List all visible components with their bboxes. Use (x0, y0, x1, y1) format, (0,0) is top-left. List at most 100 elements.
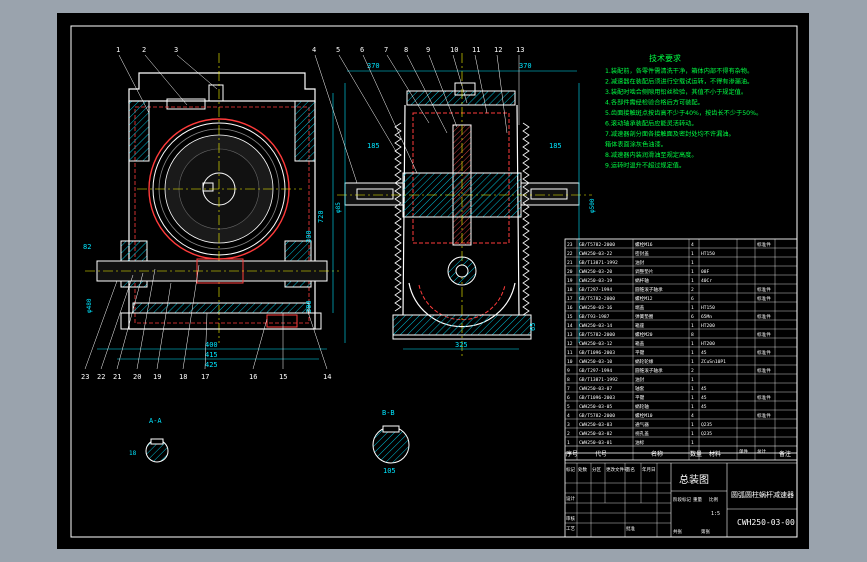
bom-cell: 45 (701, 350, 707, 356)
balloon-bottom-18: 18 (179, 373, 187, 381)
bom-cell: 标准件 (757, 241, 771, 248)
dim-10: 65 (529, 323, 537, 331)
bom-cell: 1 (691, 251, 694, 257)
notes-title: 技术要求 (649, 53, 681, 63)
balloon-top-2: 2 (142, 46, 146, 54)
title-block-label: 批准 (626, 525, 635, 532)
bom-cell: 6 (567, 395, 570, 401)
bom-header-cell: 单件 (739, 448, 748, 455)
bom-cell: 视孔盖 (635, 430, 649, 437)
bom-cell: 6 (691, 314, 694, 320)
dim-9: 325 (455, 341, 468, 349)
dim-11: 400 (205, 341, 218, 349)
bom-cell: 蜗轮轮缘 (635, 358, 654, 365)
scale-value: 1:5 (711, 511, 720, 517)
bom-cell: Q235 (701, 422, 712, 428)
bom-cell: 4 (691, 413, 694, 419)
dimensions (97, 70, 580, 360)
bom-cell: 45 (701, 404, 707, 410)
section-b-label: B-B (382, 409, 395, 417)
dim-5: 720 (317, 210, 325, 223)
note-line: 3.装配时啮合侧隙用铅丝检验，其值不小于规定值。 (605, 88, 747, 96)
title-block-label: 审核 (566, 515, 575, 522)
section-a-label: A-A (149, 417, 162, 425)
bom-cell: GB/T1096-2003 (579, 395, 615, 401)
bom-cell: GB/T297-1994 (579, 287, 612, 293)
bom-cell: CWH250-03-14 (579, 323, 612, 329)
title-block-label: 阶段标记 (673, 496, 691, 503)
title-block-label: 年月日 (642, 466, 656, 473)
dim-8: 82 (83, 243, 91, 251)
bom-cell: 标准件 (757, 367, 771, 374)
bom-cell: 20 (567, 269, 573, 275)
technical-notes: 技术要求 1.装配前，各零件需清洗干净，箱体内部不得有杂物。2.减速器在装配后须… (605, 53, 762, 170)
bom-cell: 圆锥滚子轴承 (635, 367, 663, 374)
bom-cell: 1 (691, 305, 694, 311)
bom-cell: 标准件 (757, 331, 771, 338)
bom-header-cell: 代号 (595, 450, 607, 458)
bom-cell: 45 (701, 395, 707, 401)
title-block-label: 设计 (566, 495, 575, 502)
title-block-label: 工艺 (566, 526, 575, 532)
dim-1: 370 (367, 62, 380, 70)
bom-cell: 15 (567, 314, 573, 320)
bom-cell: 油标 (635, 439, 645, 446)
bom-cell: CWH250-03-22 (579, 251, 612, 257)
bom-cell: 蜗轮轴 (635, 403, 649, 410)
bom-cell: CWH250-03-05 (579, 404, 612, 410)
bom-cell: 16 (567, 305, 573, 311)
bom-cell: 45 (701, 386, 707, 392)
bom-cell: 1 (691, 269, 694, 275)
note-line: 6.滚动轴承装配后应能灵活转动。 (605, 120, 698, 128)
note-line: 箱体表面涂灰色油漆。 (605, 141, 667, 149)
bom-cell: HT150 (701, 251, 715, 257)
dim-15: φ85 (335, 202, 342, 213)
bom-cell: CWH250-03-07 (579, 386, 612, 392)
note-line: 8.减速器内装润滑油至规定高度。 (605, 151, 698, 159)
title-block-label: 共张 (673, 528, 682, 535)
balloon-top-3: 3 (174, 46, 178, 54)
bom-cell: GB/T5782-2000 (579, 242, 615, 248)
bom-cell: 12 (567, 341, 573, 347)
assembly-drawing: A-A 18 B-B 105 370 370 185 185 720 300 3… (70, 25, 798, 538)
bom-cell: 10 (567, 359, 573, 365)
bom-cell: 1 (691, 395, 694, 401)
bom-cell: 1 (691, 440, 694, 446)
bom-cell: 螺栓M20 (635, 331, 653, 338)
dim-14: φ480 (86, 298, 93, 313)
bom-cell: 40Cr (701, 278, 712, 284)
title-block: 总装图 圆弧圆柱蜗杆减速器 CWH250-03-00 1:5 标记处数分区更改文… (564, 452, 798, 538)
bom-cell: 通气器 (635, 421, 649, 428)
title-block-label: 标记 (566, 466, 575, 473)
bom-cell: CWH250-03-01 (579, 440, 612, 446)
balloon-top-6: 6 (360, 46, 364, 54)
bom-cell: HT200 (701, 323, 715, 329)
title-block-label: 处数 (578, 466, 587, 473)
section-a-dim: 18 (129, 450, 137, 457)
bom-cell: 平键 (635, 349, 645, 356)
bom-cell: 标准件 (757, 286, 771, 293)
balloon-bottom-22: 22 (97, 373, 105, 381)
bom-cell: 端盖 (635, 304, 645, 311)
bom-cell: 17 (567, 296, 573, 302)
drawing-sheet: A-A 18 B-B 105 370 370 185 185 720 300 3… (57, 13, 809, 549)
note-line: 9.运转时温升不超过规定值。 (605, 162, 685, 170)
balloon-top-10: 10 (450, 46, 458, 54)
bom-cell: GB/T5782-2000 (579, 296, 615, 302)
bom-cell: 弹簧垫圈 (635, 313, 654, 320)
balloon-bottom-17: 17 (201, 373, 209, 381)
bom-header-cell: 总计 (757, 448, 766, 455)
bom-cell: 19 (567, 278, 573, 284)
title-block-label: 第张 (701, 528, 710, 535)
bom-cell: 14 (567, 323, 573, 329)
bom-cell: 08F (701, 269, 710, 275)
